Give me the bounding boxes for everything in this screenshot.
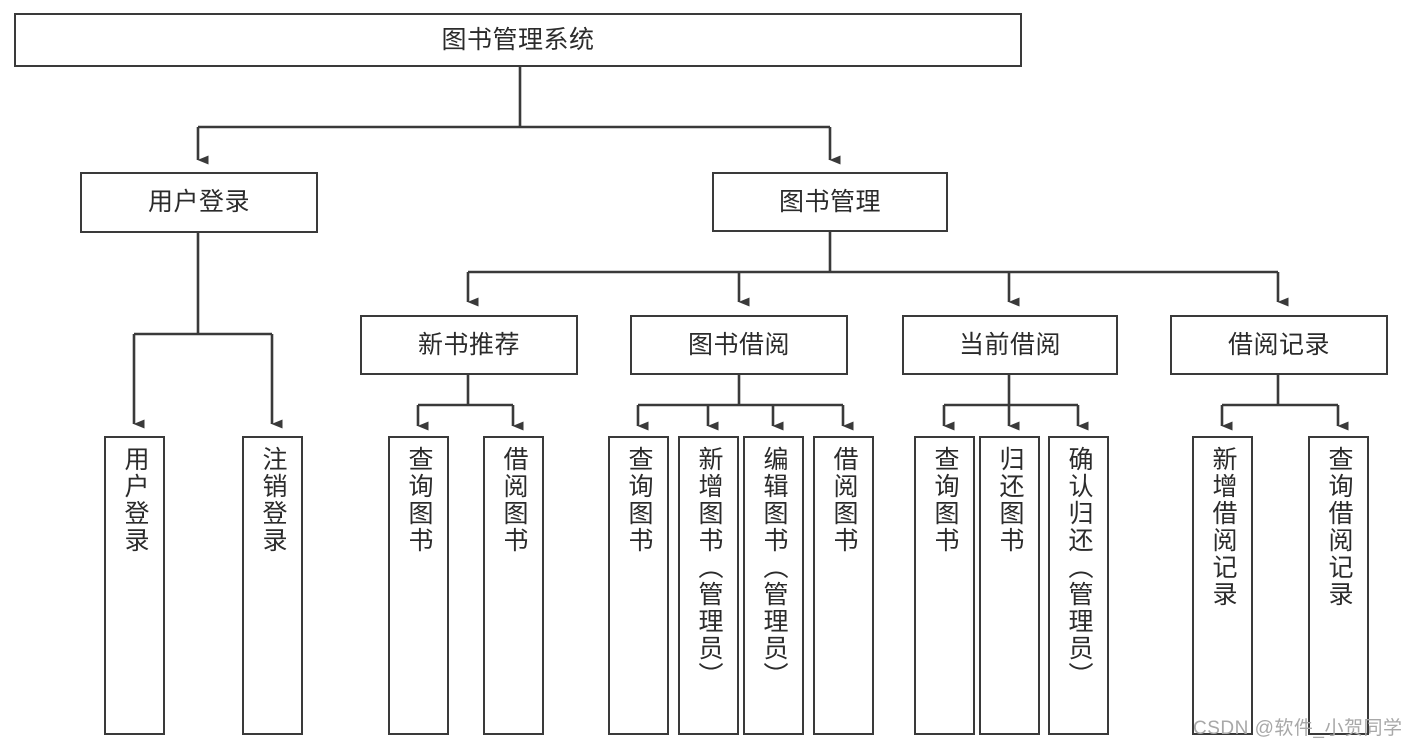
leaf-current-borrow-confirm[interactable]: 确认归还（管理员） <box>1048 436 1109 735</box>
leaf-label: 借阅图书 <box>830 446 858 554</box>
leaf-label: 编辑图书（管理员） <box>760 446 788 689</box>
csdn-watermark: CSDN @软件_小贺同学 <box>1193 718 1403 739</box>
node-borrow-record-label: 借阅记录 <box>1227 330 1330 359</box>
leaf-label: 确认归还（管理员） <box>1065 446 1093 689</box>
node-user-login[interactable]: 用户登录 <box>80 172 318 233</box>
leaf-current-borrow-query[interactable]: 查询图书 <box>914 436 975 735</box>
leaf-label: 查询图书 <box>931 446 959 554</box>
node-root-label: 图书管理系统 <box>441 25 595 54</box>
leaf-label: 借阅图书 <box>500 446 528 554</box>
leaf-borrow-record-add[interactable]: 新增借阅记录 <box>1192 436 1253 735</box>
leaf-label: 新增借阅记录 <box>1209 446 1237 608</box>
node-new-book-recommend-label: 新书推荐 <box>417 330 520 359</box>
leaf-user-login-login[interactable]: 用户登录 <box>104 436 165 735</box>
node-book-borrow[interactable]: 图书借阅 <box>630 315 848 375</box>
node-new-book-recommend[interactable]: 新书推荐 <box>360 315 578 375</box>
leaf-book-borrow-edit[interactable]: 编辑图书（管理员） <box>743 436 804 735</box>
node-borrow-record[interactable]: 借阅记录 <box>1170 315 1388 375</box>
node-book-borrow-label: 图书借阅 <box>687 330 790 359</box>
leaf-current-borrow-return[interactable]: 归还图书 <box>979 436 1040 735</box>
node-book-management[interactable]: 图书管理 <box>712 172 948 232</box>
leaf-new-book-query[interactable]: 查询图书 <box>388 436 449 735</box>
leaf-label: 归还图书 <box>996 446 1024 554</box>
leaf-label: 用户登录 <box>121 446 149 554</box>
node-current-borrow[interactable]: 当前借阅 <box>902 315 1118 375</box>
node-root[interactable]: 图书管理系统 <box>14 13 1022 67</box>
leaf-label: 查询图书 <box>405 446 433 554</box>
node-book-management-label: 图书管理 <box>778 187 881 216</box>
leaf-user-login-logout[interactable]: 注销登录 <box>242 436 303 735</box>
leaf-book-borrow-borrow[interactable]: 借阅图书 <box>813 436 874 735</box>
leaf-label: 查询图书 <box>625 446 653 554</box>
leaf-label: 注销登录 <box>259 446 287 554</box>
node-current-borrow-label: 当前借阅 <box>958 330 1061 359</box>
leaf-label: 查询借阅记录 <box>1325 446 1353 608</box>
leaf-borrow-record-query[interactable]: 查询借阅记录 <box>1308 436 1369 735</box>
leaf-book-borrow-query[interactable]: 查询图书 <box>608 436 669 735</box>
leaf-new-book-borrow[interactable]: 借阅图书 <box>483 436 544 735</box>
leaf-book-borrow-add[interactable]: 新增图书（管理员） <box>678 436 739 735</box>
leaf-label: 新增图书（管理员） <box>695 446 723 689</box>
node-user-login-label: 用户登录 <box>147 188 250 217</box>
